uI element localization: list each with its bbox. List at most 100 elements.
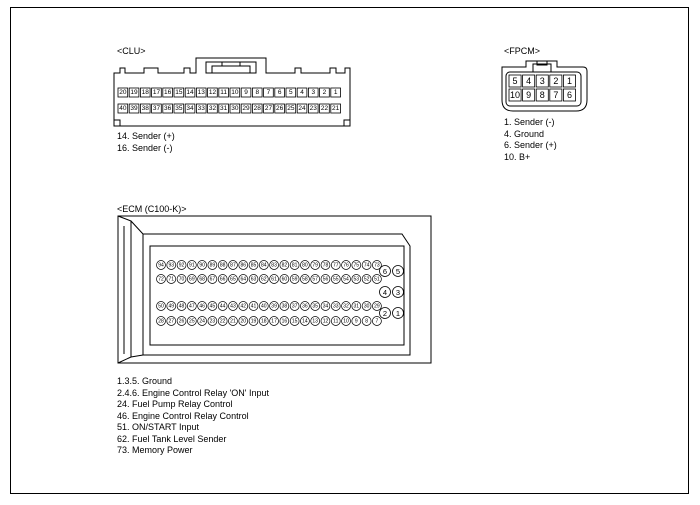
pin-number: 30 <box>364 303 370 309</box>
pin-number: 10 <box>510 90 520 100</box>
clu-pin <box>285 103 297 114</box>
ecm-pin <box>258 316 269 326</box>
pin-number: 13 <box>198 89 206 96</box>
ecm-pin <box>156 260 166 270</box>
pin-number: 63 <box>251 276 257 282</box>
pin-number: 64 <box>240 276 246 282</box>
pin-number: 79 <box>312 262 318 268</box>
pin-number: 33 <box>333 303 339 309</box>
ecm-power-pin <box>392 286 404 298</box>
pin-number: 58 <box>302 276 308 282</box>
ecm-pin-item: 62. Fuel Tank Level Sender <box>117 433 227 444</box>
pin-number: 32 <box>209 105 217 112</box>
pin-number: 42 <box>240 303 246 309</box>
pin-number: 9 <box>526 90 531 100</box>
ecm-pin-item: 1.3.5. Ground <box>117 376 173 386</box>
ecm-pin <box>310 260 321 270</box>
clu-pin <box>173 87 185 98</box>
pin-number: 14 <box>302 318 308 324</box>
pin-number: 38 <box>142 105 150 112</box>
pin-number: 48 <box>179 303 185 309</box>
pin-number: 26 <box>179 318 185 324</box>
pin-number: 37 <box>292 303 298 309</box>
pin-number: 78 <box>323 262 329 268</box>
fpcm-pin-legend: 1. Sender (-) 4. Ground 6. Sender (+) 10… <box>504 117 557 163</box>
ecm-pin <box>330 260 341 270</box>
ecm-pin-item: 51. ON/START Input <box>117 422 200 432</box>
pin-number: 34 <box>323 303 329 309</box>
pin-number: 36 <box>164 105 172 112</box>
pin-number: 18 <box>261 318 267 324</box>
ecm-pin <box>186 274 197 284</box>
pin-number: 18 <box>142 89 150 96</box>
pin-number: 25 <box>287 105 295 112</box>
pin-number: 31 <box>220 105 228 112</box>
ecm-pin-item: 2.4.6. Engine Control Relay 'ON' Input <box>117 387 270 398</box>
ecm-pin <box>341 316 351 326</box>
fpcm-pin-item: 1. Sender (-) <box>504 117 555 127</box>
pin-number: 24 <box>298 105 306 112</box>
pin-number: 60 <box>282 276 288 282</box>
pin-number: 2 <box>553 76 558 86</box>
ecm-pin <box>217 316 228 326</box>
pin-number: 74 <box>364 262 370 268</box>
ecm-pin <box>248 301 259 311</box>
ecm-pin <box>258 260 269 270</box>
pin-number: 50 <box>158 303 164 309</box>
ecm-pin <box>166 260 177 270</box>
pin-number: 31 <box>354 303 360 309</box>
pin-number: 67 <box>210 276 216 282</box>
ecm-pin <box>197 260 207 270</box>
pin-number: 1 <box>567 76 572 86</box>
ecm-pin <box>176 316 187 326</box>
ecm-pin <box>248 316 259 326</box>
pin-number: 21 <box>230 318 236 324</box>
pin-number: 11 <box>220 89 227 96</box>
ecm-pin <box>372 301 382 311</box>
ecm-pin <box>310 316 321 326</box>
pin-number: 14 <box>186 89 194 96</box>
ecm-power-pin <box>392 307 404 319</box>
pin-number: 91 <box>189 262 195 268</box>
ecm-pin <box>351 260 362 270</box>
ecm-pin <box>372 260 382 270</box>
clu-pin <box>195 103 207 114</box>
ecm-pin-item: 73. Memory Power <box>117 445 193 455</box>
pin-number: 13 <box>312 318 318 324</box>
clu-pin <box>296 87 308 98</box>
pin-number: 22 <box>321 105 329 112</box>
clu-pin <box>307 103 319 114</box>
ecm-pin <box>207 274 218 284</box>
ecm-pin <box>217 301 228 311</box>
pin-number: 16 <box>282 318 288 324</box>
pin-number: 32 <box>343 303 349 309</box>
pin-number: 3 <box>311 89 315 96</box>
clu-pin <box>151 103 162 114</box>
pin-number: 30 <box>231 105 239 112</box>
pin-number: 29 <box>374 303 380 309</box>
clu-pin <box>274 87 285 98</box>
ecm-pin <box>156 274 166 284</box>
ecm-power-pin <box>379 307 391 319</box>
ecm-pin <box>351 316 362 326</box>
ecm-pin <box>361 260 372 270</box>
pin-number: 2 <box>323 89 327 96</box>
ecm-pin <box>310 274 321 284</box>
ecm-pin-item: 46. Engine Control Relay Control <box>117 410 249 421</box>
pin-number: 27 <box>265 105 273 112</box>
pin-number: 12 <box>323 318 329 324</box>
clu-pin <box>251 87 263 98</box>
fpcm-pin <box>549 74 563 88</box>
pin-number: 9 <box>355 318 358 324</box>
clu-pin <box>251 103 263 114</box>
ecm-pin <box>320 301 331 311</box>
pin-number: 49 <box>168 303 174 309</box>
ecm-pin <box>361 316 372 326</box>
pin-number: 21 <box>332 105 340 112</box>
ecm-pin <box>300 274 310 284</box>
ecm-pin <box>258 301 269 311</box>
ecm-pin <box>351 301 362 311</box>
ecm-pin <box>269 260 279 270</box>
